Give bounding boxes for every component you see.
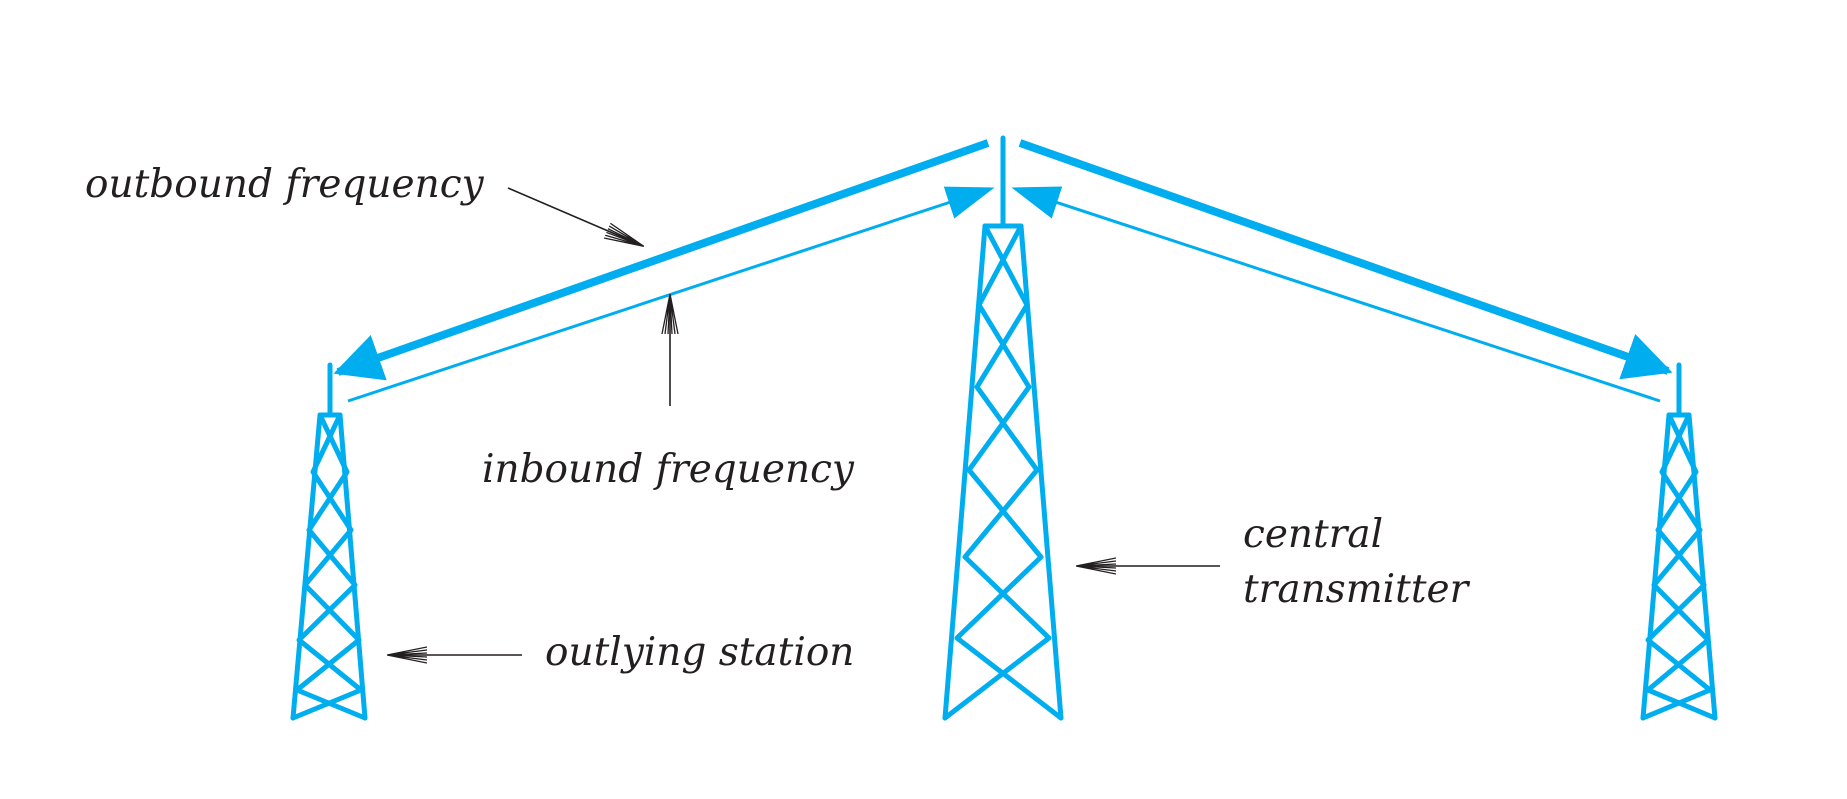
outbound-signal-right — [1018, 139, 1673, 380]
central-transmitter-tower — [942, 135, 1064, 721]
inbound-frequency-label: inbound frequency — [482, 447, 855, 492]
label-pointers — [388, 187, 1220, 655]
right-outlying-station-tower — [1640, 362, 1718, 721]
left-outlying-station-tower — [290, 362, 368, 721]
inbound-signal-left — [347, 186, 995, 403]
outbound-signal-left — [333, 139, 990, 381]
central-transmitter-label-line2: transmitter — [1243, 567, 1471, 612]
inbound-signal-right — [1011, 186, 1661, 403]
outbound-frequency-label: outbound frequency — [85, 162, 485, 207]
outlying-station-label: outlying station — [545, 630, 854, 675]
central-transmitter-label-line1: central — [1243, 512, 1383, 557]
outbound-pointer — [507, 187, 643, 246]
